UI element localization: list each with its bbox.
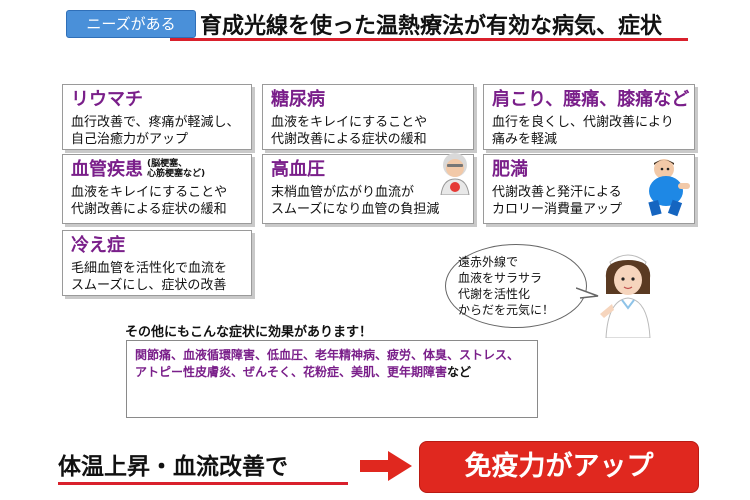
- right-arrow-icon: [360, 451, 412, 481]
- others-list: 関節痛、血液循環障害、低血圧、老年精神病、疲労、体臭、ストレス、アトピー性皮膚炎…: [135, 348, 520, 379]
- elderly-person-illustration: [440, 153, 470, 195]
- card-title-text: 血管疾患: [71, 159, 143, 180]
- card-body: 末梢血管が広がり血流が スムーズになり血管の負担減: [271, 185, 440, 217]
- card-title: 肩こり、腰痛、膝痛など: [492, 89, 690, 110]
- page-title: 育成光線を使った温熱療法が有効な病気、症状: [200, 14, 663, 39]
- card-hypertension: 高血圧 末梢血管が広がり血流が スムーズになり血管の負担減: [262, 153, 474, 224]
- title-underline: [170, 38, 688, 41]
- card-title: 血管疾患(脳梗塞、 心筋梗塞など): [71, 159, 243, 181]
- needs-tag: ニーズがある: [66, 10, 196, 38]
- card-rheumatism: リウマチ 血行改善で、疼痛が軽減し、 自己治癒力がアップ: [62, 84, 252, 150]
- bottom-underline: [58, 482, 348, 485]
- others-tail: など: [447, 365, 472, 379]
- card-body: 血液をキレイにすることや 代謝改善による症状の緩和: [271, 115, 428, 147]
- card-title-note: (脳梗塞、 心筋梗塞など): [147, 159, 206, 179]
- others-heading: その他にもこんな症状に効果があります！: [125, 325, 373, 340]
- card-body: 毛細血管を活性化で血流を スムーズにし、症状の改善: [71, 261, 228, 293]
- card-title: 糖尿病: [271, 89, 325, 110]
- card-vascular: 血管疾患(脳梗塞、 心筋梗塞など) 血液をキレイにすることや 代謝改善による症状…: [62, 154, 252, 224]
- card-stiffness: 肩こり、腰痛、膝痛など 血行を良くし、代謝改善により 痛みを軽減: [483, 84, 695, 150]
- others-text: 関節痛、血液循環障害、低血圧、老年精神病、疲労、体臭、ストレス、アトピー性皮膚炎…: [135, 347, 529, 381]
- card-title: 冷え症: [71, 235, 125, 256]
- running-man-illustration: [648, 159, 690, 217]
- card-title: 高血圧: [271, 159, 325, 180]
- card-cold: 冷え症 毛細血管を活性化で血流を スムーズにし、症状の改善: [62, 230, 252, 296]
- card-body: 血液をキレイにすることや 代謝改善による症状の緩和: [71, 185, 228, 217]
- result-banner: 免疫力がアップ: [419, 441, 699, 493]
- others-box: 関節痛、血液循環障害、低血圧、老年精神病、疲労、体臭、ストレス、アトピー性皮膚炎…: [126, 340, 538, 418]
- card-diabetes: 糖尿病 血液をキレイにすることや 代謝改善による症状の緩和: [262, 84, 474, 150]
- bottom-statement: 体温上昇・血流改善で: [58, 454, 288, 480]
- card-body: 代謝改善と発汗による カロリー消費量アップ: [492, 185, 623, 217]
- card-obesity: 肥満 代謝改善と発汗による カロリー消費量アップ: [483, 154, 695, 224]
- speech-bubble: [445, 244, 587, 328]
- speech-bubble-tail: [576, 287, 599, 299]
- card-body: 血行改善で、疼痛が軽減し、 自己治癒力がアップ: [71, 115, 240, 147]
- card-body: 血行を良くし、代謝改善により 痛みを軽減: [492, 115, 674, 147]
- nurse-illustration: [600, 254, 651, 338]
- speech-bubble-text: 遠赤外線で 血液をサラサラ 代謝を活性化 からだを元気に！: [458, 255, 555, 317]
- card-title: 肥満: [492, 159, 528, 180]
- card-title: リウマチ: [71, 89, 143, 110]
